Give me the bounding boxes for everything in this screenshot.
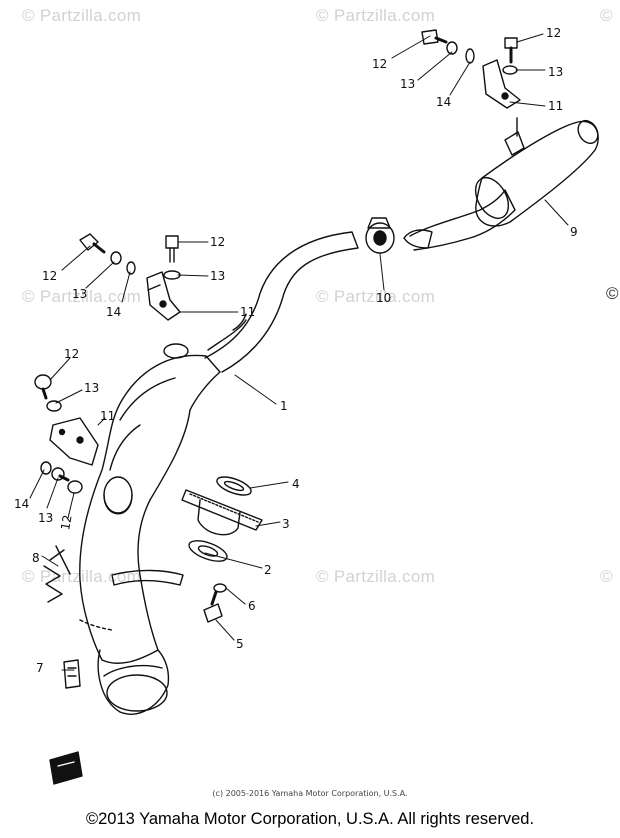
callout-4: 4 [292,477,300,491]
callout-13: 13 [548,65,563,79]
callout-12: 12 [546,26,561,40]
callout-8: 8 [32,551,40,565]
callout-13: 13 [400,77,415,91]
callout-13: 13 [72,287,87,301]
gasket-part-2 [188,540,228,562]
watermark: © Partzilla.com [316,287,436,306]
watermark-edge: © [606,284,619,303]
bracket-part-11 [49,417,99,466]
parts-tag-icon [49,751,83,785]
callout-14: 14 [436,95,451,109]
callout-12: 12 [64,347,79,361]
bolt-part-12 [421,29,448,45]
callout-9: 9 [570,225,578,239]
callout-13: 13 [84,381,99,395]
callout-12: 12 [42,269,57,283]
callout-13: 13 [210,269,225,283]
bracket-part-11 [482,59,521,109]
copyright-small: (c) 2005-2016 Yamaha Motor Corporation, … [212,789,408,798]
callout-2: 2 [264,563,272,577]
watermark: © Partzilla.com [22,6,142,25]
callout-14: 14 [106,305,121,319]
screw-part-5 [203,590,223,623]
callout-14: 14 [14,497,29,511]
callout-10: 10 [376,291,391,305]
muffler-part-9 [409,117,599,251]
watermark: © Partzilla.com [316,6,436,25]
callout-3: 3 [282,517,290,531]
washer-part-6 [213,583,227,593]
watermark: © Partzilla.com [22,287,142,306]
exhaust-pipe-part-1 [79,231,359,715]
bolt-part-12 [58,474,83,494]
insert-part-3 [181,489,263,536]
callout-6: 6 [248,599,256,613]
bolt-part-12 [34,374,52,400]
callout-12: 12 [372,57,387,71]
watermark: © Partzilla.com [316,567,436,586]
callout-7: 7 [36,661,44,675]
callout-11: 11 [548,99,563,113]
leader-lines [29,33,569,671]
callout-12: 12 [58,514,74,531]
watermark-edge: © [600,567,613,586]
stud-part-7 [63,659,81,689]
callout-1: 1 [280,399,288,413]
washer-part-14 [40,48,475,475]
callout-13: 13 [38,511,53,525]
callout-labels: 1 2 3 4 5 6 7 8 9 10 11 11 11 12 12 12 1… [14,26,578,675]
callout-12: 12 [210,235,225,249]
copyright-main: ©2013 Yamaha Motor Corporation, U.S.A. A… [85,810,535,828]
callout-11: 11 [100,409,115,423]
bolt-part-12 [504,37,518,64]
bolt-part-12 [79,233,106,254]
clamp-part-10 [365,217,433,254]
bolt-part-12 [165,235,179,263]
watermark-edge: © [600,6,613,25]
gasket-part-4 [216,476,252,496]
callout-11: 11 [240,305,255,319]
spring-part-8 [43,545,71,603]
callout-5: 5 [236,637,244,651]
